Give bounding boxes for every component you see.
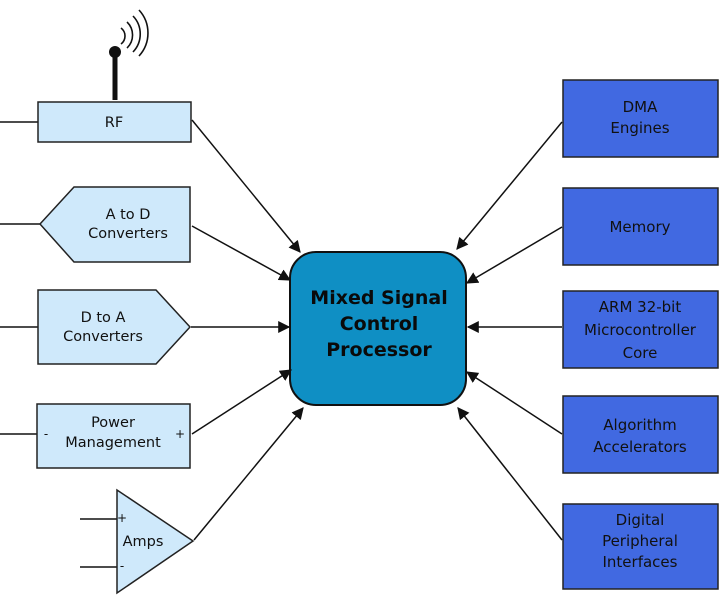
arm-label-3: Core: [623, 344, 658, 362]
digital-block: [562, 503, 719, 590]
rf-arrow: [191, 119, 301, 253]
power-minus-sign: -: [44, 427, 48, 441]
arm-label-2: Microcontroller: [584, 321, 697, 339]
digital-label: Digital: [616, 511, 665, 529]
dma-arrow: [456, 121, 563, 250]
amps-arrow: [193, 407, 304, 541]
amps-label: Amps: [123, 534, 164, 550]
center-label-3: Processor: [326, 339, 432, 361]
arm-block: [562, 290, 719, 369]
algorithm-block: [562, 395, 719, 474]
dma-label: DMA: [623, 98, 658, 116]
adc-label: A to D: [106, 207, 151, 223]
dma-label-2: Engines: [610, 119, 669, 137]
adc-arrow: [191, 225, 292, 281]
center-label-1: Mixed Signal: [310, 287, 447, 309]
algorithm-label-2: Accelerators: [593, 438, 687, 456]
power-label-2: Management: [65, 435, 161, 451]
memory-block: [562, 187, 719, 266]
amps-plus-sign: +: [117, 511, 127, 525]
power-arrow: [191, 369, 293, 435]
power-label: Power: [91, 415, 135, 431]
arm-label: ARM 32-bit: [599, 298, 682, 316]
digital-label-2: Peripheral: [602, 532, 678, 550]
amps-minus-sign: -: [120, 559, 124, 573]
algorithm-label: Algorithm: [603, 416, 676, 434]
rf-block: [37, 101, 192, 143]
adc-block: [38, 186, 191, 263]
digital-arrow: [457, 407, 563, 541]
rf-label: RF: [105, 115, 123, 131]
amps-block: [116, 488, 195, 595]
dac-label: D to A: [81, 310, 126, 326]
adc-label-2: Converters: [88, 226, 168, 242]
power-block: [36, 403, 191, 469]
memory-arrow: [465, 226, 563, 284]
memory-label: Memory: [609, 218, 670, 236]
dma-block: [562, 79, 719, 158]
dac-block: [37, 289, 192, 365]
dac-label-2: Converters: [63, 329, 143, 345]
digital-label-3: Interfaces: [603, 553, 678, 571]
algorithm-arrow: [465, 371, 563, 435]
antenna-icon: [109, 9, 149, 100]
power-plus-sign: +: [175, 427, 185, 441]
center-label-2: Control: [340, 313, 419, 335]
